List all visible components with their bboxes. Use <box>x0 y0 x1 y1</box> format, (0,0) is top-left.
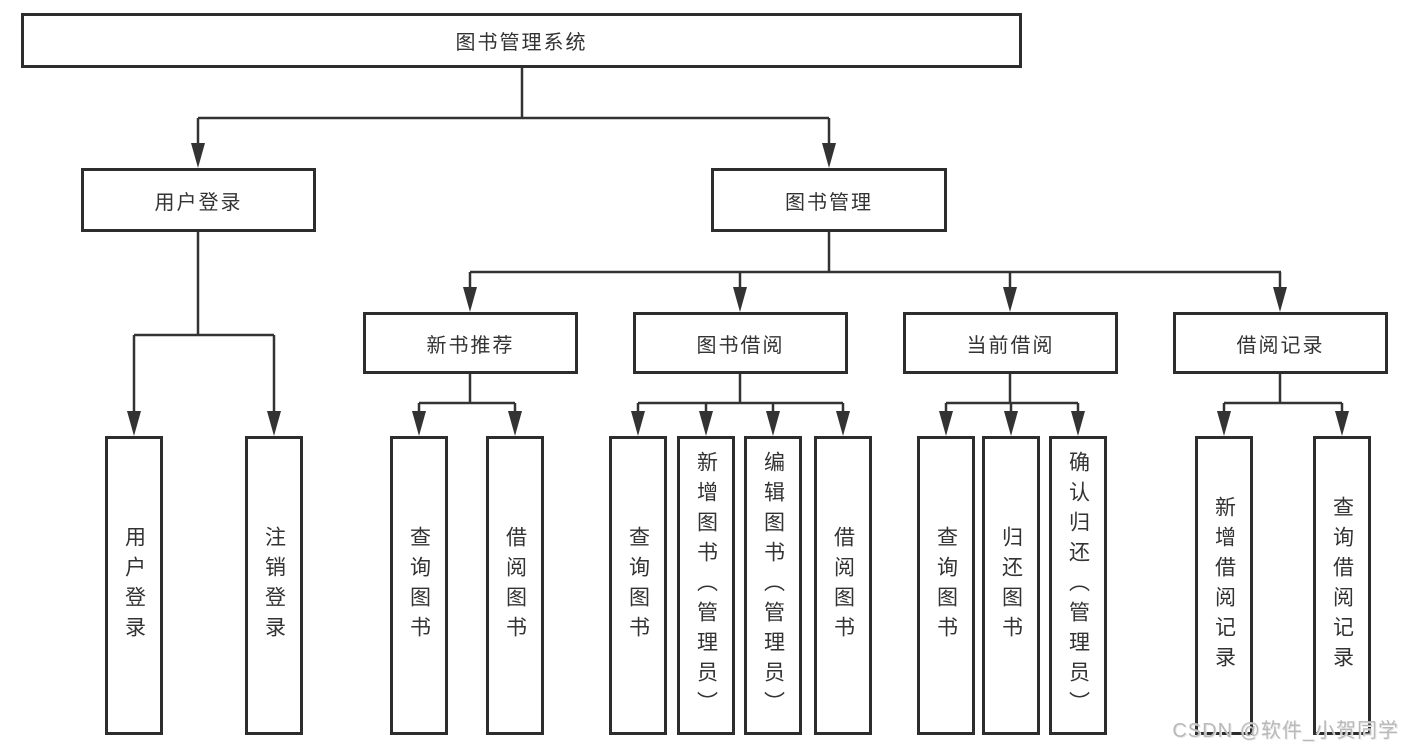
arrowhead-down-icon <box>733 287 747 312</box>
leaf-label: 归还图书 <box>999 525 1023 646</box>
csdn-watermark: CSDN @软件_小贺同学 <box>1172 720 1399 742</box>
leaf-label: 用户登录 <box>122 525 146 646</box>
node-label: 图书借阅 <box>696 334 785 357</box>
node-current-borrowing: 当前借阅 <box>903 312 1118 374</box>
leaf-user-login: 用户登录 <box>105 436 163 735</box>
node-label: 借阅记录 <box>1236 334 1325 357</box>
node-label: 用户登录 <box>154 191 243 214</box>
leaf-label: 编辑图书（管理员） <box>761 450 785 721</box>
node-library-management-system: 图书管理系统 <box>21 13 1022 68</box>
arrowhead-down-icon <box>822 143 836 168</box>
arrowhead-down-icon <box>631 411 645 436</box>
arrowhead-down-icon <box>1273 287 1287 312</box>
leaf-label: 新增图书（管理员） <box>694 450 718 721</box>
leaf-label: 注销登录 <box>262 525 286 646</box>
arrowhead-down-icon <box>127 411 141 436</box>
node-new-book-recommendation: 新书推荐 <box>363 312 578 374</box>
leaf-add-borrow-record: 新增借阅记录 <box>1195 436 1253 735</box>
leaf-label: 新增借阅记录 <box>1212 495 1236 676</box>
arrowhead-down-icon <box>1004 411 1018 436</box>
leaf-label: 查询借阅记录 <box>1330 495 1354 676</box>
arrowhead-down-icon <box>508 411 522 436</box>
leaf-label: 查询图书 <box>626 525 650 646</box>
node-book-borrowing: 图书借阅 <box>633 312 848 374</box>
arrowhead-down-icon <box>836 411 850 436</box>
leaf-label: 借阅图书 <box>503 525 527 646</box>
arrowhead-down-icon <box>191 143 205 168</box>
leaf-logout: 注销登录 <box>245 436 303 735</box>
arrowhead-down-icon <box>412 411 426 436</box>
leaf-label: 确认归还（管理员） <box>1066 450 1090 721</box>
leaf-query-books-borrowing: 查询图书 <box>609 436 667 735</box>
node-label: 当前借阅 <box>966 334 1055 357</box>
arrowhead-down-icon <box>699 411 713 436</box>
arrowhead-down-icon <box>766 411 780 436</box>
leaf-return-books: 归还图书 <box>982 436 1040 735</box>
leaf-add-books-admin: 新增图书（管理员） <box>677 436 735 735</box>
arrowhead-down-icon <box>1003 287 1017 312</box>
leaf-confirm-return-admin: 确认归还（管理员） <box>1049 436 1107 735</box>
arrowhead-down-icon <box>1217 411 1231 436</box>
leaf-label: 借阅图书 <box>831 525 855 646</box>
node-label: 图书管理系统 <box>455 32 588 54</box>
leaf-query-books-recommend: 查询图书 <box>390 436 448 735</box>
node-label: 新书推荐 <box>426 334 515 357</box>
node-user-login: 用户登录 <box>81 168 316 232</box>
leaf-borrow-books-recommend: 借阅图书 <box>486 436 544 735</box>
leaf-label: 查询图书 <box>934 525 958 646</box>
leaf-query-borrow-record: 查询借阅记录 <box>1313 436 1371 735</box>
arrowhead-down-icon <box>939 411 953 436</box>
node-label: 图书管理 <box>785 191 873 214</box>
leaf-borrow-books-borrowing: 借阅图书 <box>814 436 872 735</box>
node-borrowing-records: 借阅记录 <box>1173 312 1388 374</box>
arrowhead-down-icon <box>463 287 477 312</box>
leaf-edit-books-admin: 编辑图书（管理员） <box>744 436 802 735</box>
arrowhead-down-icon <box>1335 411 1349 436</box>
arrowhead-down-icon <box>267 411 281 436</box>
arrowhead-down-icon <box>1071 411 1085 436</box>
leaf-query-books-current: 查询图书 <box>917 436 975 735</box>
leaf-label: 查询图书 <box>407 525 431 646</box>
node-book-management: 图书管理 <box>711 168 947 232</box>
